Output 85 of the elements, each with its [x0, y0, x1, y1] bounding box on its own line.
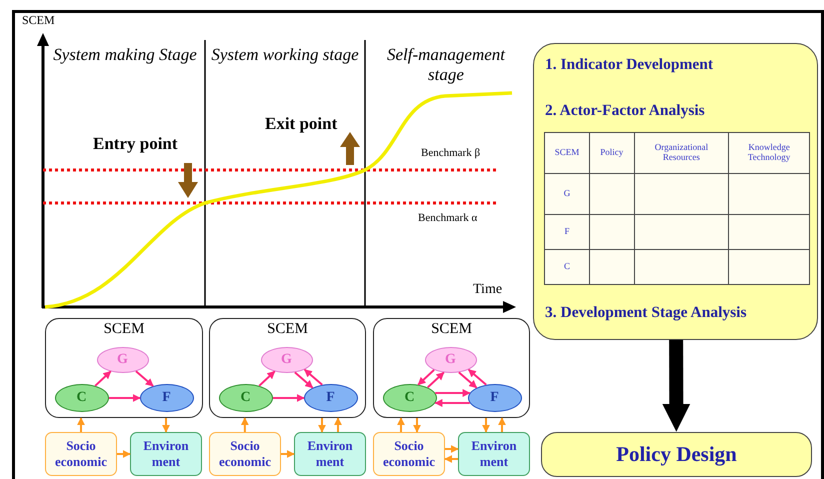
node-label: C: [240, 390, 251, 406]
arrow: [135, 370, 154, 387]
node-label: Socio economic: [382, 438, 436, 470]
arrow: [240, 417, 249, 432]
axis-label: SCEM: [22, 14, 55, 28]
arrow: [413, 418, 421, 433]
point-label: Exit point: [265, 114, 338, 134]
arrow: [94, 370, 112, 387]
arrow: [435, 389, 471, 397]
point-label: Entry point: [93, 134, 178, 154]
node-label: SCEM: [266, 321, 309, 338]
node-label: SCEM: [430, 321, 473, 338]
arrow: [273, 394, 305, 402]
arrow: [397, 417, 405, 432]
arrow: [281, 450, 295, 458]
node-label: Environ ment: [306, 438, 354, 470]
table-cell: F: [544, 214, 590, 250]
table-cell: Organizational Resources: [634, 132, 729, 174]
group-panel: [209, 318, 366, 418]
factor-box: [458, 432, 530, 476]
benchmark-label: Benchmark α: [418, 212, 478, 225]
arrow: [498, 417, 506, 432]
table-cell: C: [544, 250, 590, 284]
actor-ellipse: [260, 346, 312, 372]
step-heading: 1. Indicator Development: [545, 56, 714, 74]
table-cell: SCEM: [544, 132, 590, 174]
node-label: F: [162, 390, 171, 406]
node-label: F: [490, 390, 499, 406]
steps-panel: [533, 43, 818, 340]
arrow: [258, 370, 276, 387]
node-label: Socio economic: [218, 438, 272, 470]
arrow: [418, 369, 435, 386]
arrow: [334, 417, 342, 432]
factor-box: [373, 432, 445, 476]
result-box: [541, 432, 812, 477]
node-label: G: [117, 352, 128, 368]
arrow: [662, 340, 690, 432]
actor-ellipse: [140, 384, 194, 412]
actor-ellipse: [54, 384, 108, 412]
benchmark-label: Benchmark β: [421, 147, 480, 160]
arrow: [304, 368, 323, 386]
node-label: Policy Design: [616, 442, 737, 467]
node-label: Environ ment: [142, 438, 190, 470]
step-heading: 3. Development Stage Analysis: [545, 304, 746, 322]
table-cell: Policy: [589, 132, 634, 174]
actor-ellipse: [96, 346, 148, 372]
group-panel: [373, 318, 530, 418]
arrow: [444, 455, 458, 463]
node-label: C: [76, 390, 87, 406]
actor-ellipse: [382, 384, 436, 412]
arrow: [468, 368, 487, 386]
actor-ellipse: [218, 384, 272, 412]
group-panel: [45, 318, 203, 418]
node-label: Socio economic: [54, 438, 108, 470]
table-cell: Knowledge Technology: [728, 132, 810, 174]
arrow: [427, 372, 444, 388]
node-label: G: [281, 352, 292, 368]
arrow: [482, 418, 490, 433]
axis-label: Time: [473, 282, 502, 298]
stage-title: System making Stage: [52, 45, 198, 65]
node-label: C: [404, 390, 415, 406]
actor-ellipse: [304, 384, 358, 412]
factor-box: [45, 432, 117, 476]
stage-title: System working stage: [210, 45, 360, 65]
node-label: F: [326, 390, 335, 406]
node-label: G: [445, 352, 456, 368]
arrow: [109, 394, 141, 402]
factor-box: [130, 432, 202, 476]
arrow: [445, 445, 459, 453]
arrow: [434, 399, 470, 407]
factor-box: [209, 432, 281, 476]
node-label: Environ ment: [470, 438, 518, 470]
factor-box: [294, 432, 366, 476]
arrow: [318, 418, 326, 433]
actor-ellipse: [468, 384, 522, 412]
arrow: [77, 417, 85, 432]
stage-title: Self-management stage: [386, 45, 506, 84]
step-heading: 2. Actor-Factor Analysis: [545, 102, 705, 120]
arrow: [117, 450, 131, 458]
arrow: [458, 372, 478, 388]
table-cell: G: [544, 174, 590, 214]
arrow: [294, 372, 314, 388]
node-label: SCEM: [102, 321, 146, 338]
actor-ellipse: [424, 346, 476, 372]
arrow: [162, 418, 170, 433]
